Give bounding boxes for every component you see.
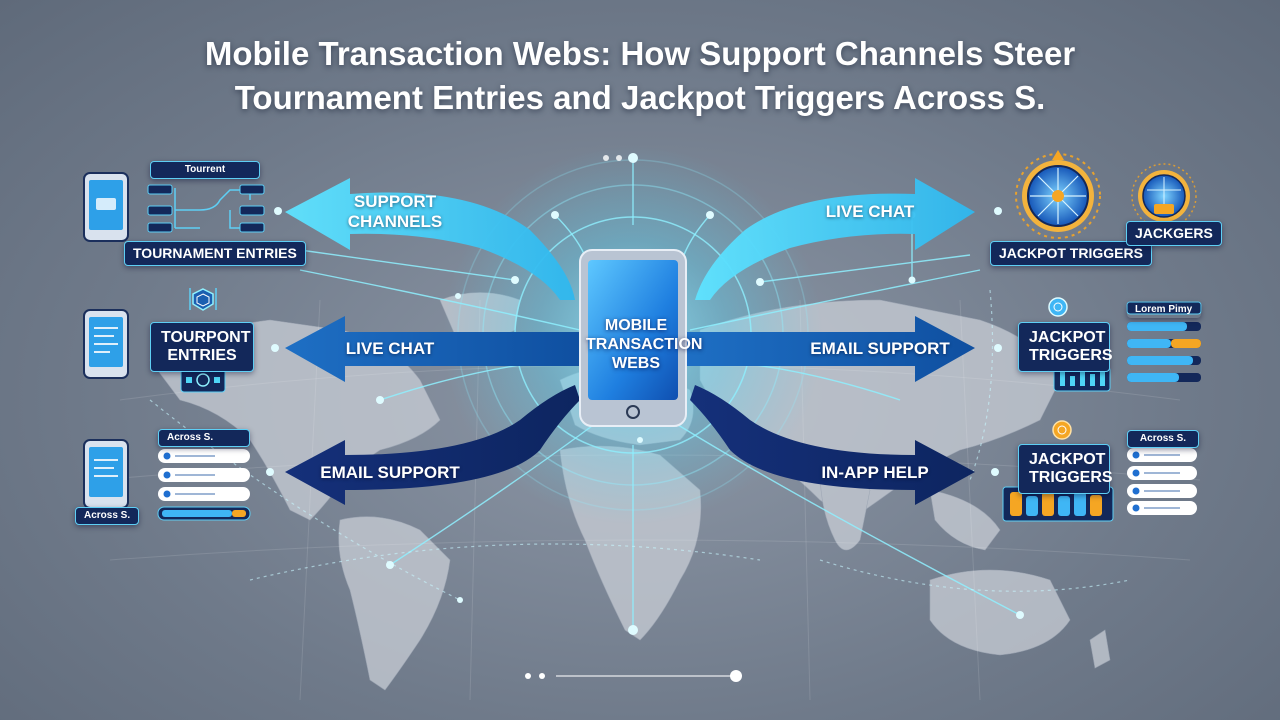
- label-support-channels: SUPPORT CHANNELS: [347, 192, 443, 231]
- coin-icon-mid: [1048, 297, 1068, 317]
- left-list-rows: [157, 449, 251, 521]
- shield-icon: [189, 288, 217, 311]
- right-list-header: Across S.: [1127, 430, 1199, 448]
- right-coin-stacks-icon: [1002, 486, 1114, 522]
- right-list-rows: [1127, 448, 1197, 515]
- label-right-email-support: EMAIL SUPPORT: [810, 339, 950, 358]
- title-line-2: Tournament Entries and Jackpot Triggers …: [234, 79, 1046, 116]
- tag-tournament-entries: TOURNAMENT ENTRIES: [124, 241, 306, 266]
- left-phone-mid: [83, 309, 129, 379]
- label-left-live-chat: LIVE CHAT: [345, 339, 435, 358]
- left-phone-top: [83, 172, 129, 242]
- center-phone: [579, 249, 687, 427]
- tag-jackgers: JACKGERS: [1126, 221, 1222, 246]
- center-label: MOBILE TRANSACTION WEBS: [586, 317, 703, 372]
- left-list-header: Across S.: [158, 429, 250, 447]
- arrow-support-channels: [285, 178, 575, 300]
- map-new-zealand: [1089, 629, 1111, 669]
- right-progress-bars: [1126, 301, 1202, 382]
- arrow-left-email-support: [285, 385, 580, 505]
- left-bottom-tag: Across S.: [75, 507, 139, 525]
- left-coin-chip-icon: [180, 367, 226, 393]
- jackpot-wheel-small-icon: [1131, 163, 1197, 229]
- top-page-dots: [603, 155, 622, 161]
- arrow-left-live-chat: [285, 316, 585, 382]
- title-line-1: Mobile Transaction Webs: How Support Cha…: [204, 35, 1076, 72]
- left-flowchart: [174, 188, 251, 229]
- map-south-america: [338, 516, 451, 691]
- label-left-email-support: EMAIL SUPPORT: [320, 463, 460, 482]
- arrow-right-email-support: [685, 316, 975, 382]
- tag-jackpot-triggers-mid: JACKPOT TRIGGERS: [1018, 322, 1113, 372]
- arrow-right-live-chat: [695, 178, 975, 300]
- jackpot-wheel-large-icon: [1015, 150, 1101, 239]
- map-australia: [929, 569, 1071, 656]
- coin-icon-low: [1052, 420, 1072, 440]
- tag-tourpont-entries: TOURPONT ENTRIES: [150, 322, 254, 372]
- left-flow-nodes: [147, 184, 265, 233]
- arrow-right-in-app-help: [690, 385, 975, 505]
- left-phone-bottom: [83, 439, 129, 509]
- bottom-slider: [525, 670, 742, 682]
- right-bars-header: Lorem Pimy: [1127, 302, 1201, 318]
- label-right-live-chat: LIVE CHAT: [825, 202, 915, 221]
- tag-jackpot-triggers-top: JACKPOT TRIGGERS: [990, 241, 1152, 266]
- label-right-in-app-help: IN-APP HELP: [821, 463, 929, 482]
- left-flow-header: Tourrent: [150, 161, 260, 179]
- phone-home-button: [626, 405, 640, 419]
- map-southeast-asia: [929, 489, 1001, 551]
- right-equalizer-icon: [1053, 366, 1111, 392]
- page-title: Mobile Transaction Webs: How Support Cha…: [0, 32, 1280, 120]
- tag-jackpot-triggers-low: JACKPOT TRIGGERS: [1018, 444, 1113, 494]
